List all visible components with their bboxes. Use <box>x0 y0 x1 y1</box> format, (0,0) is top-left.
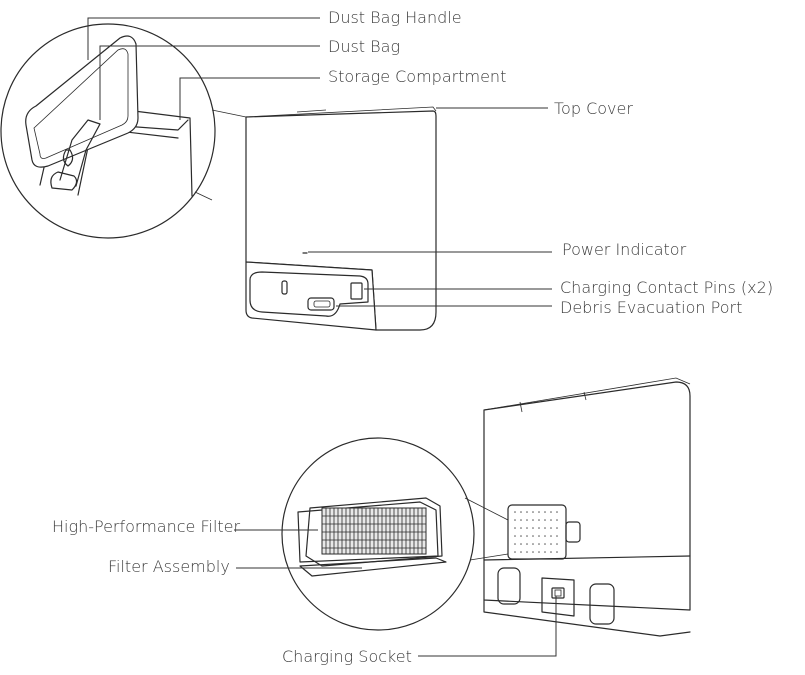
charging-socket <box>551 587 565 599</box>
labels: Dust Bag Handle Dust Bag Storage Compart… <box>52 8 773 666</box>
debris-evacuation-port <box>307 297 335 311</box>
label-filter-assembly: Filter Assembly <box>108 557 230 576</box>
label-dust-bag: Dust Bag <box>328 37 400 56</box>
filter-zoom-callout <box>281 437 509 631</box>
dock-back-view <box>483 377 691 637</box>
dust-bag-zoom-callout <box>0 23 247 239</box>
label-charging-socket: Charging Socket <box>282 647 412 666</box>
label-dust-bag-handle: Dust Bag Handle <box>328 8 462 27</box>
label-top-cover: Top Cover <box>554 99 633 118</box>
dock-front-view <box>245 106 437 331</box>
vent-dots <box>514 511 558 553</box>
leader-lines <box>87 17 557 657</box>
label-high-performance-filter: High-Performance Filter <box>52 517 241 536</box>
label-storage-compartment: Storage Compartment <box>328 67 506 86</box>
label-charging-contact-pins: Charging Contact Pins (x2) <box>560 278 773 297</box>
label-debris-evacuation-port: Debris Evacuation Port <box>560 298 742 317</box>
label-power-indicator: Power Indicator <box>562 240 687 259</box>
charging-pin-left <box>281 280 288 295</box>
charging-pin-right <box>350 282 363 300</box>
